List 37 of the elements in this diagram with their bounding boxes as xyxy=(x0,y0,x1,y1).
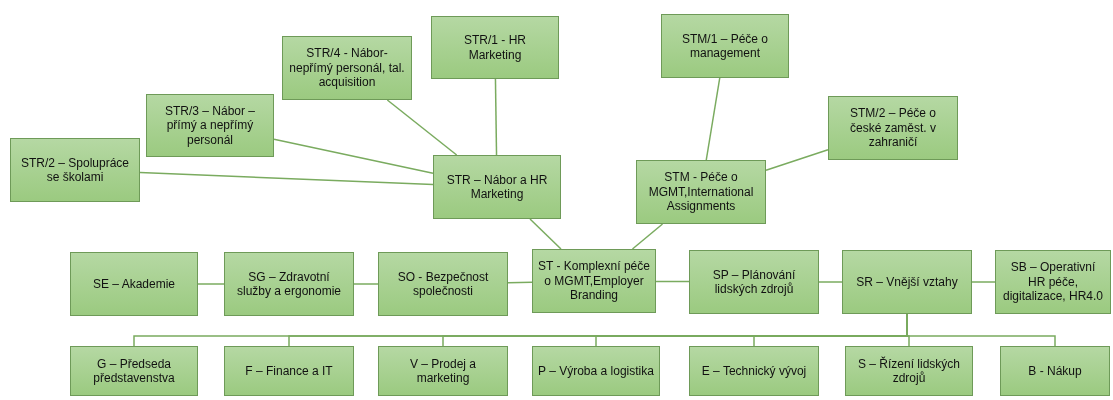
connector-line xyxy=(507,281,533,284)
org-unit-box: F – Finance a IT xyxy=(224,346,354,396)
connector-line xyxy=(906,313,1056,347)
org-unit-box: SO - Bezpečnost společnosti xyxy=(378,252,508,316)
org-unit-box: B - Nákup xyxy=(1000,346,1110,396)
org-unit-box: V – Prodej a marketing xyxy=(378,346,508,396)
org-unit-box: ST - Komplexní péče o MGMT,Employer Branding xyxy=(532,249,656,313)
org-unit-box: STR/3 – Nábor – přímý a nepřímý personál xyxy=(146,94,274,157)
org-unit-box: G – Předseda představenstva xyxy=(70,346,198,396)
connector-line xyxy=(386,99,458,156)
org-unit-box: STR – Nábor a HR Marketing xyxy=(433,155,561,219)
org-unit-box: SP – Plánování lidských zdrojů xyxy=(689,250,819,314)
org-unit-box: SE – Akademie xyxy=(70,252,198,316)
org-unit-box: P – Výroba a logistika xyxy=(532,346,660,396)
org-unit-box: STM/1 – Péče o management xyxy=(661,14,789,78)
connector-line xyxy=(139,171,434,186)
connector-line xyxy=(655,280,690,283)
org-unit-box: SR – Vnější vztahy xyxy=(842,250,972,314)
org-unit-box: SB – Operativní HR péče, digitalizace, HR4.0 xyxy=(995,250,1111,314)
connector-line xyxy=(353,283,379,285)
org-unit-box: STM/2 – Péče o české zaměst. v zahraničí xyxy=(828,96,958,160)
connector-line xyxy=(765,148,829,172)
org-unit-box: SG – Zdravotní služby a ergonomie xyxy=(224,252,354,316)
org-unit-box: S – Řízení lidských zdrojů xyxy=(845,346,973,396)
org-unit-box: STM - Péče o MGMT,International Assignments xyxy=(636,160,766,224)
connector-line xyxy=(705,77,721,161)
org-unit-box: STR/4 - Nábor- nepřímý personál, tal. acquisition xyxy=(282,36,412,100)
connector-line xyxy=(494,78,498,156)
connector-line xyxy=(818,281,843,283)
connector-line xyxy=(273,138,434,175)
connector-line xyxy=(631,223,664,250)
connector-line xyxy=(971,281,996,283)
connector-line xyxy=(529,218,562,250)
org-unit-box: STR/2 – Spolupráce se školami xyxy=(10,138,140,202)
org-unit-box: E – Technický vývoj xyxy=(689,346,819,396)
connector-line xyxy=(197,283,225,285)
org-unit-box: STR/1 - HR Marketing xyxy=(431,16,559,79)
